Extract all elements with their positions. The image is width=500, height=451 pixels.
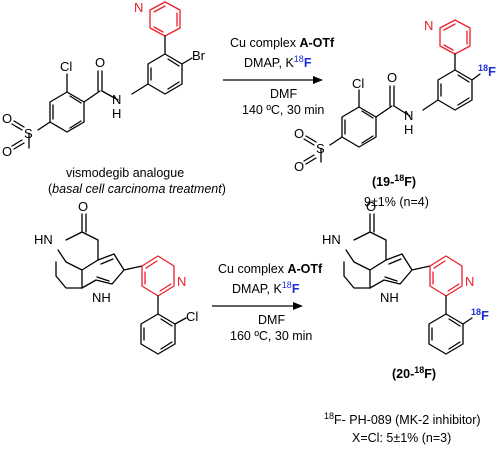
- p20-lactam-hn-label: HN: [322, 232, 341, 247]
- lactam-hn-label: HN: [34, 232, 53, 247]
- pyridine-n-label-2: N: [177, 274, 186, 289]
- cl-label-2: Cl: [186, 309, 198, 324]
- p20-pyrrole-nh-label: NH: [380, 290, 399, 305]
- p19-amide-n-label: N: [404, 108, 413, 123]
- sulfonyl-o-label-2: O: [2, 144, 12, 159]
- p19-sulfonyl-o-label-2: O: [294, 159, 304, 174]
- carbonyl-o-label: O: [95, 55, 105, 70]
- svg-text:DMAP, K18F: DMAP, K18F: [232, 280, 300, 296]
- svg-text:DMF: DMF: [258, 313, 285, 327]
- product-20-note-line2: X=Cl: 5±1% (n=3): [352, 431, 451, 445]
- p19-cl-label: Cl: [352, 76, 364, 91]
- p19-sulfonyl-o-label-1: O: [294, 126, 304, 141]
- p20-pyridine-n-label: N: [465, 274, 474, 289]
- vismodegib-analogue-structure: [11, 1, 193, 150]
- vismodegib-atom-labels: N Br N H O Cl S O O: [2, 0, 206, 159]
- amide-h-label: H: [112, 106, 121, 121]
- svg-text:160 ºC, 30 min: 160 ºC, 30 min: [230, 329, 312, 343]
- p19-carbonyl-o-label: O: [387, 70, 397, 85]
- p19-sulfur-label: S: [316, 141, 325, 156]
- pyridine-n-label: N: [134, 0, 143, 15]
- svg-text:DMF: DMF: [270, 87, 297, 101]
- product-20-label: (20-18F): [392, 365, 436, 381]
- svg-text:DMAP, K18F: DMAP, K18F: [244, 54, 312, 70]
- reactant-caption-line1: vismodegib analogue: [66, 166, 184, 180]
- amide-n-label: N: [112, 92, 121, 107]
- br-label: Br: [192, 48, 206, 63]
- mk2-precursor-structure: [55, 213, 187, 355]
- mk2-precursor-atom-labels: HN O NH N Cl: [34, 199, 198, 324]
- lactam-o-label: O: [78, 199, 88, 214]
- svg-text:Cu complex A-OTf: Cu complex A-OTf: [218, 262, 323, 276]
- product-19-label: (19-18F): [372, 173, 416, 189]
- cl-label: Cl: [60, 59, 72, 74]
- p20-lactam-o-label: O: [366, 199, 376, 214]
- sulfur-label: S: [24, 126, 33, 141]
- p19-pyridine-n-label: N: [424, 18, 433, 33]
- sulfonyl-o-label-1: O: [2, 111, 12, 126]
- svg-text:Cu complex A-OTf: Cu complex A-OTf: [230, 36, 335, 50]
- p19-amide-h-label: H: [404, 122, 413, 137]
- product-20-structure: [343, 213, 473, 355]
- p19-18f-label: 18F: [478, 63, 496, 79]
- product-19-yield: 9±1% (n=4): [364, 195, 429, 209]
- p20-18f-label: 18F: [471, 307, 489, 323]
- reaction1-arrow: [223, 76, 323, 84]
- product-19-atom-labels: N 18F N H O Cl S O O: [294, 18, 496, 174]
- product-20-atom-labels: HN O NH N 18F: [322, 199, 489, 323]
- reaction2-arrow: [212, 302, 303, 310]
- reactant-caption-line2: (basal cell carcinoma treatment): [48, 182, 226, 196]
- reaction1-conditions: Cu complex A-OTf DMAP, K18F DMF 140 ºC, …: [230, 36, 335, 117]
- pyrrole-nh-label: NH: [92, 290, 111, 305]
- product-20-note-line1: 18F- PH-089 (MK-2 inhibitor): [324, 411, 481, 427]
- svg-text:140 ºC, 30 min: 140 ºC, 30 min: [242, 103, 324, 117]
- reaction2-conditions: Cu complex A-OTf DMAP, K18F DMF 160 ºC, …: [218, 262, 323, 343]
- product-19-structure: [303, 19, 481, 165]
